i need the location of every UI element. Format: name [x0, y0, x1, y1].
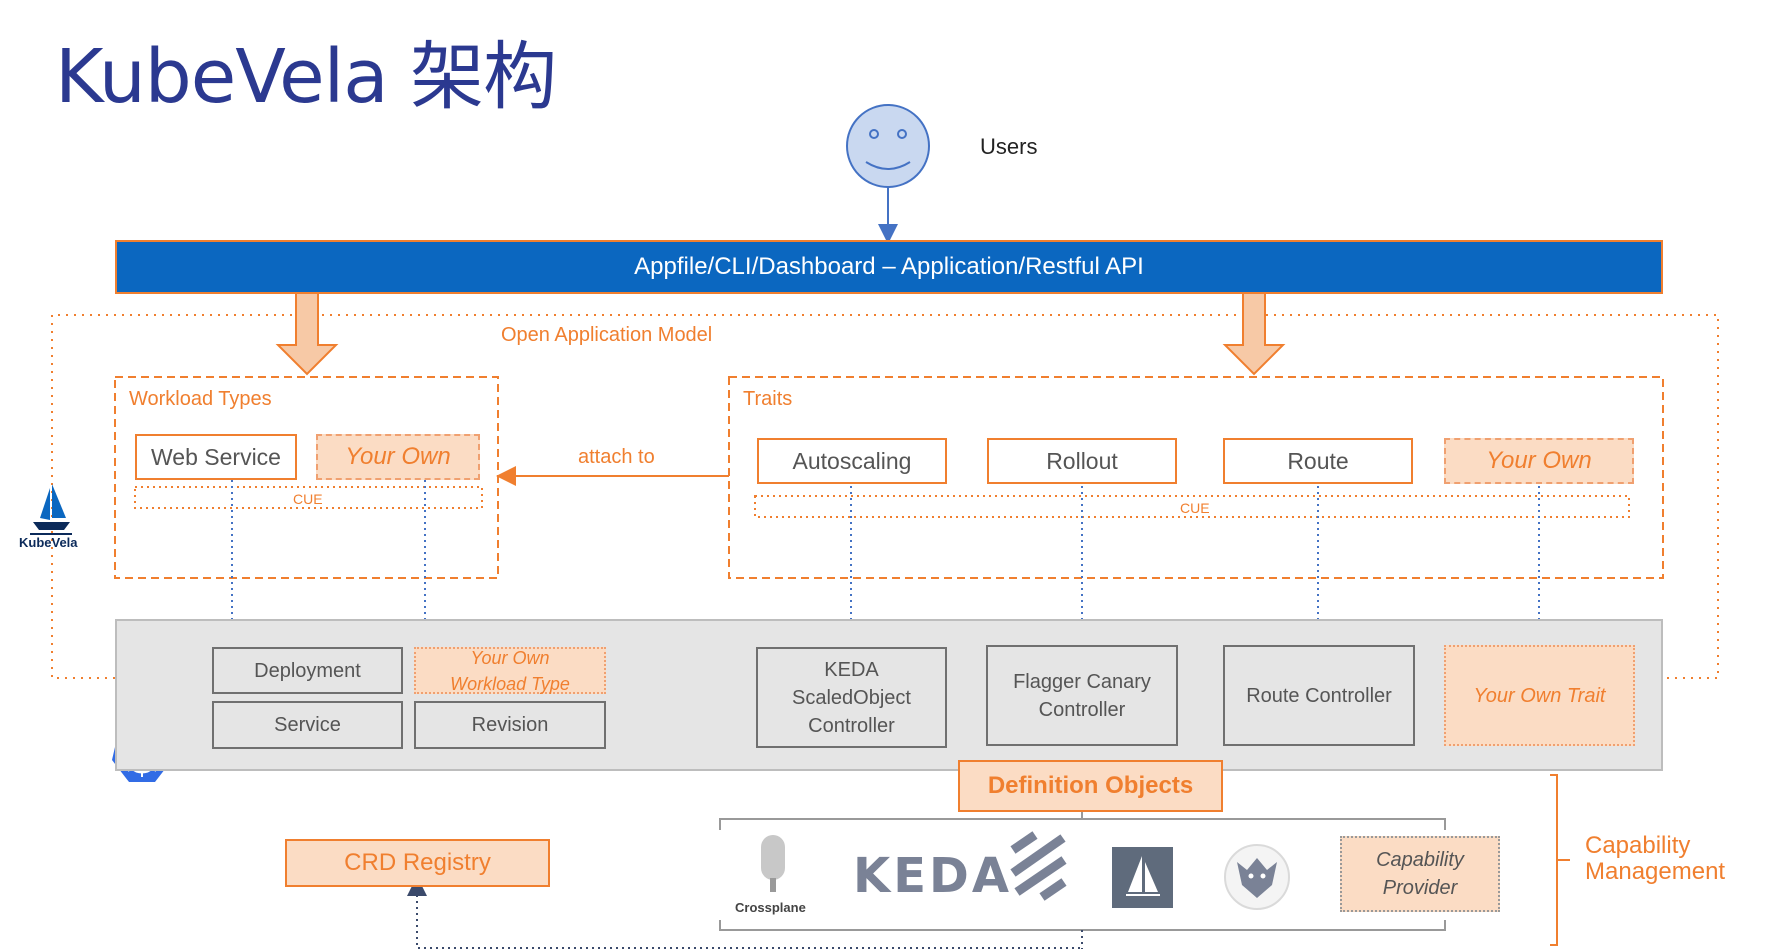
workload-cue-strip	[134, 486, 483, 509]
web-service-box: Web Service	[135, 434, 297, 480]
keda-logo-text: KEDA	[853, 848, 1012, 904]
trait-rollout-box: Rollout	[987, 438, 1177, 484]
flagger-controller-line1: Flagger Canary	[1013, 670, 1151, 693]
oam-boundary	[51, 314, 1719, 679]
crd-registry-box: CRD Registry	[285, 839, 550, 887]
your-own-workload-type-line2: Workload Type	[450, 673, 570, 694]
your-own-workload-type-box: Your Own Workload Type	[414, 647, 606, 694]
service-label: Service	[274, 714, 341, 736]
your-own-trait-box: Your Own	[1444, 438, 1634, 484]
service-box: Service	[212, 701, 403, 749]
traits-cue-strip	[754, 495, 1630, 518]
keda-controller-line1: KEDA	[824, 658, 879, 681]
your-own-workload-type-line1: Your Own	[470, 647, 550, 668]
capability-management-line2: Management	[1585, 858, 1726, 885]
api-bar-label: Appfile/CLI/Dashboard – Application/Rest…	[634, 253, 1144, 280]
crossplane-logo-icon	[761, 835, 785, 892]
keda-controller-line3: Controller	[808, 714, 895, 737]
crd-registry-label: CRD Registry	[344, 849, 491, 876]
deployment-label: Deployment	[254, 659, 361, 682]
traits-container	[728, 376, 1664, 579]
definition-objects-box: Definition Objects	[958, 760, 1223, 812]
capability-provider-line1: Capability	[1376, 849, 1464, 871]
users-smiley-icon	[846, 104, 930, 188]
api-bar: Appfile/CLI/Dashboard – Application/Rest…	[115, 240, 1663, 294]
your-own-trait-label: Your Own	[1486, 447, 1592, 474]
traits-cue-label: CUE	[1180, 500, 1210, 516]
capability-provider-line2: Provider	[1382, 877, 1458, 899]
capability-provider-box: Capability Provider	[1340, 836, 1500, 912]
oam-label: Open Application Model	[501, 324, 713, 346]
users-label: Users	[980, 134, 1038, 159]
web-service-label: Web Service	[151, 443, 281, 470]
trait-route-box: Route	[1223, 438, 1413, 484]
definition-objects-label: Definition Objects	[987, 772, 1194, 799]
revision-box: Revision	[414, 701, 606, 749]
sailboat-logo-icon	[1112, 847, 1173, 908]
keda-controller-box: KEDA ScaledObject Controller	[756, 647, 947, 748]
keda-controller-line2: ScaledObject	[792, 686, 911, 709]
trait-rollout-label: Rollout	[1046, 447, 1118, 474]
trait-autoscaling-box: Autoscaling	[757, 438, 947, 484]
revision-label: Revision	[471, 714, 549, 736]
page-title: KubeVela 架构	[55, 34, 557, 120]
your-own-trait-controller-box: Your Own Trait	[1444, 645, 1635, 746]
your-own-trait-controller-label: Your Own Trait	[1473, 684, 1606, 707]
capability-management-line1: Capability	[1585, 832, 1691, 859]
capability-management-label: Capability Management	[1585, 833, 1725, 885]
trait-autoscaling-label: Autoscaling	[792, 447, 912, 474]
workload-cue-label: CUE	[293, 491, 323, 507]
traits-label: Traits	[743, 388, 793, 410]
kubevela-sail-icon	[30, 484, 72, 535]
flux-logo-icon	[1010, 831, 1067, 901]
kubevela-logo-label: KubeVela	[19, 535, 78, 550]
flagger-controller-box: Flagger Canary Controller	[986, 645, 1178, 746]
trait-route-label: Route	[1287, 447, 1349, 474]
attach-to-label: attach to	[578, 446, 655, 468]
deployment-box: Deployment	[212, 647, 403, 694]
opa-logo-icon	[1224, 844, 1290, 910]
your-own-workload-label: Your Own	[345, 443, 451, 470]
flagger-controller-line2: Controller	[1038, 698, 1126, 721]
route-controller-box: Route Controller	[1223, 645, 1415, 746]
route-controller-label: Route Controller	[1246, 684, 1392, 707]
crossplane-label: Crossplane	[735, 900, 806, 915]
workload-types-label: Workload Types	[129, 388, 272, 410]
your-own-workload-box: Your Own	[316, 434, 480, 480]
